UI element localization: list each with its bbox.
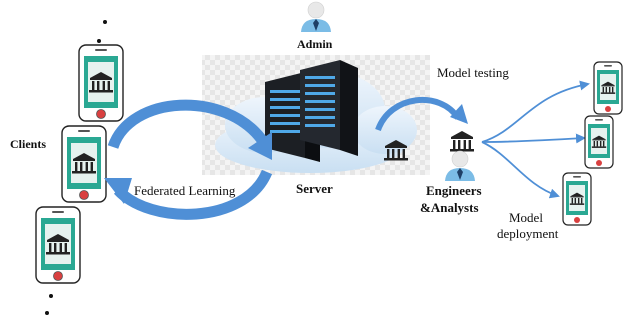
server-rack-icon	[265, 60, 358, 162]
deployed-phone-icon-2	[585, 116, 613, 168]
deployment-arrows	[481, 80, 590, 199]
client-phone-icon-2	[62, 126, 106, 202]
ellipsis-dot-top	[103, 20, 107, 24]
deployed-phone-icon-3	[563, 173, 591, 225]
engineers-bank-icon	[450, 131, 474, 152]
admin-label: Admin	[297, 37, 333, 51]
server-label: Server	[296, 181, 333, 196]
federated-learning-label: Federated Learning	[134, 183, 236, 198]
deployed-phone-icon-1	[594, 62, 622, 114]
client-phone-icon-3	[36, 207, 80, 283]
download-arc-arrow	[113, 169, 273, 220]
client-phone-icon-1	[79, 45, 123, 121]
download-arrowhead	[104, 178, 132, 204]
model-deployment-label-1: Model	[509, 210, 543, 225]
engineer-person-icon	[444, 150, 476, 182]
model-deployment-label-2: deployment	[497, 226, 559, 241]
clients-label: Clients	[10, 137, 46, 151]
upload-arrowhead	[248, 132, 272, 160]
engineers-label: Engineers	[426, 183, 482, 198]
ellipsis-dot-top-2	[97, 39, 101, 43]
model-testing-label: Model testing	[437, 65, 509, 80]
ellipsis-dot-bottom-2	[45, 311, 49, 315]
model-testing-arrow	[375, 96, 461, 132]
model-testing-arrowhead	[450, 104, 468, 124]
analysts-label: &Analysts	[420, 200, 479, 215]
admin-person-icon	[300, 1, 332, 33]
upload-arc-arrow	[107, 99, 267, 150]
ellipsis-dot-bottom	[49, 294, 53, 298]
